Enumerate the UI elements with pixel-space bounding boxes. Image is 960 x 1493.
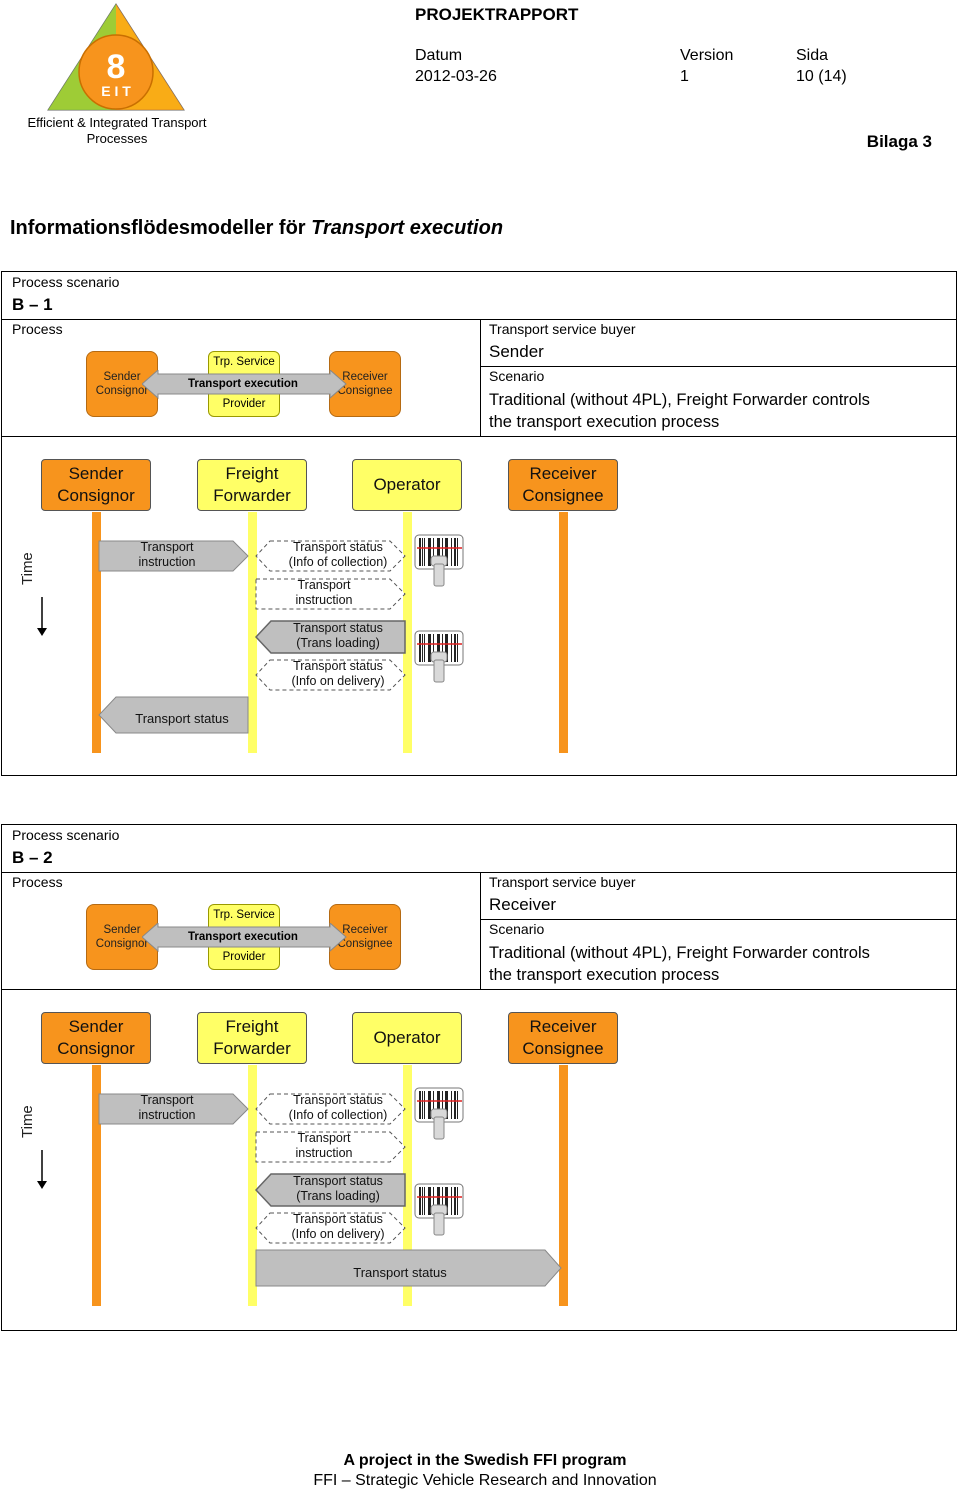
msg-status-trans-loading — [255, 620, 406, 654]
logo-letters: E I T — [101, 83, 131, 99]
lane-line-receiver — [559, 512, 568, 753]
scenario-label: Process scenario — [12, 274, 120, 290]
footer-line-1: A project in the Swedish FFI program — [343, 1452, 627, 1469]
report-type: PROJEKTRAPPORT — [415, 5, 579, 24]
msg-status-collection — [255, 540, 406, 572]
process-label: Process — [12, 874, 63, 890]
scenario-id: B – 1 — [12, 295, 53, 314]
mini-service-top: Trp. Service — [213, 909, 275, 921]
time-label: Time — [19, 552, 36, 585]
mini-service-bottom: Provider — [222, 398, 266, 410]
msg-label: Transport status — [135, 711, 229, 726]
barcode-scanner-icon — [414, 630, 464, 683]
time-arrow — [37, 1150, 47, 1189]
time-label: Time — [19, 1105, 36, 1138]
msg-label: Transport status(Info of collection) — [288, 540, 388, 569]
eit-logo: 8 E I T — [47, 3, 185, 111]
barcode-scanner-icon — [414, 1087, 464, 1140]
msg-transport-status-final — [255, 1249, 562, 1287]
barcode-scanner-icon — [414, 1183, 464, 1236]
mini-double-arrow — [142, 370, 347, 400]
msg-status-collection — [255, 1093, 406, 1125]
msg-status-delivery — [255, 1212, 406, 1244]
time-arrow — [37, 597, 47, 636]
bilaga-label: Bilaga 3 — [866, 132, 932, 151]
msg-transport-instruction-2 — [255, 578, 406, 610]
barcode-scanner-icon — [414, 534, 464, 587]
page-title: Informationsflödesmodeller för Transport… — [10, 217, 504, 239]
process-label: Process — [12, 321, 63, 337]
msg-label: Transport status(Info of collection) — [288, 1093, 388, 1122]
lane-line-sender — [92, 512, 101, 753]
sida-value: 10 (14) — [796, 68, 847, 85]
mini-service-top: Trp. Service — [213, 356, 275, 368]
lane-line-ff — [248, 1065, 257, 1306]
msg-transport-status-final — [98, 696, 249, 734]
sida-label: Sida — [796, 47, 829, 64]
scenario-label: Process scenario — [12, 827, 120, 843]
lane-operator: Operator — [352, 459, 462, 511]
scenario-description: Traditional (without 4PL), Freight Forwa… — [489, 391, 870, 431]
msg-status-trans-loading — [255, 1173, 406, 1207]
msg-label: Transport status(Trans loading) — [293, 1174, 383, 1203]
buyer-value: Sender — [489, 342, 544, 361]
mini-service-bottom: Provider — [222, 951, 266, 963]
company-name: Efficient & Integrated Transport Process… — [27, 115, 207, 146]
scenario-description: Traditional (without 4PL), Freight Forwa… — [489, 944, 870, 984]
buyer-label: Transport service buyer — [489, 874, 636, 890]
msg-transport-instruction-1 — [98, 1093, 249, 1125]
lane-line-operator — [403, 1065, 412, 1306]
scenario-desc-label: Scenario — [489, 368, 545, 384]
datum-label: Datum — [415, 47, 463, 64]
msg-transport-instruction-1 — [98, 540, 249, 572]
lane-line-sender — [92, 1065, 101, 1306]
mini-arrow-label: Transport execution — [188, 931, 298, 943]
msg-label: Transport status(Info on delivery) — [291, 1212, 385, 1241]
msg-status-delivery — [255, 659, 406, 691]
version-value: 1 — [680, 68, 689, 85]
scenario-panel: Process scenario B – 1 Process Transport… — [1, 271, 957, 776]
buyer-value: Receiver — [489, 895, 557, 914]
lane-operator: Operator — [352, 1012, 462, 1064]
msg-transport-instruction-2 — [255, 1131, 406, 1163]
scenario-id: B – 2 — [12, 848, 53, 867]
mini-arrow-label: Transport execution — [188, 378, 298, 390]
msg-label: Transport status(Trans loading) — [293, 621, 383, 650]
msg-label: Transport status — [353, 1265, 447, 1280]
msg-label: Transport status(Info on delivery) — [291, 659, 385, 688]
logo-number: 8 — [107, 48, 126, 86]
lane-line-ff — [248, 512, 257, 753]
version-label: Version — [680, 47, 734, 64]
footer-line-2: FFI – Strategic Vehicle Research and Inn… — [313, 1472, 657, 1489]
buyer-label: Transport service buyer — [489, 321, 636, 337]
lane-line-operator — [403, 512, 412, 753]
mini-double-arrow — [142, 923, 347, 953]
scenario-panel: Process scenario B – 2 Process Transport… — [1, 824, 957, 1331]
datum-value: 2012-03-26 — [415, 68, 497, 85]
lane-line-receiver — [559, 1065, 568, 1306]
scenario-desc-label: Scenario — [489, 921, 545, 937]
